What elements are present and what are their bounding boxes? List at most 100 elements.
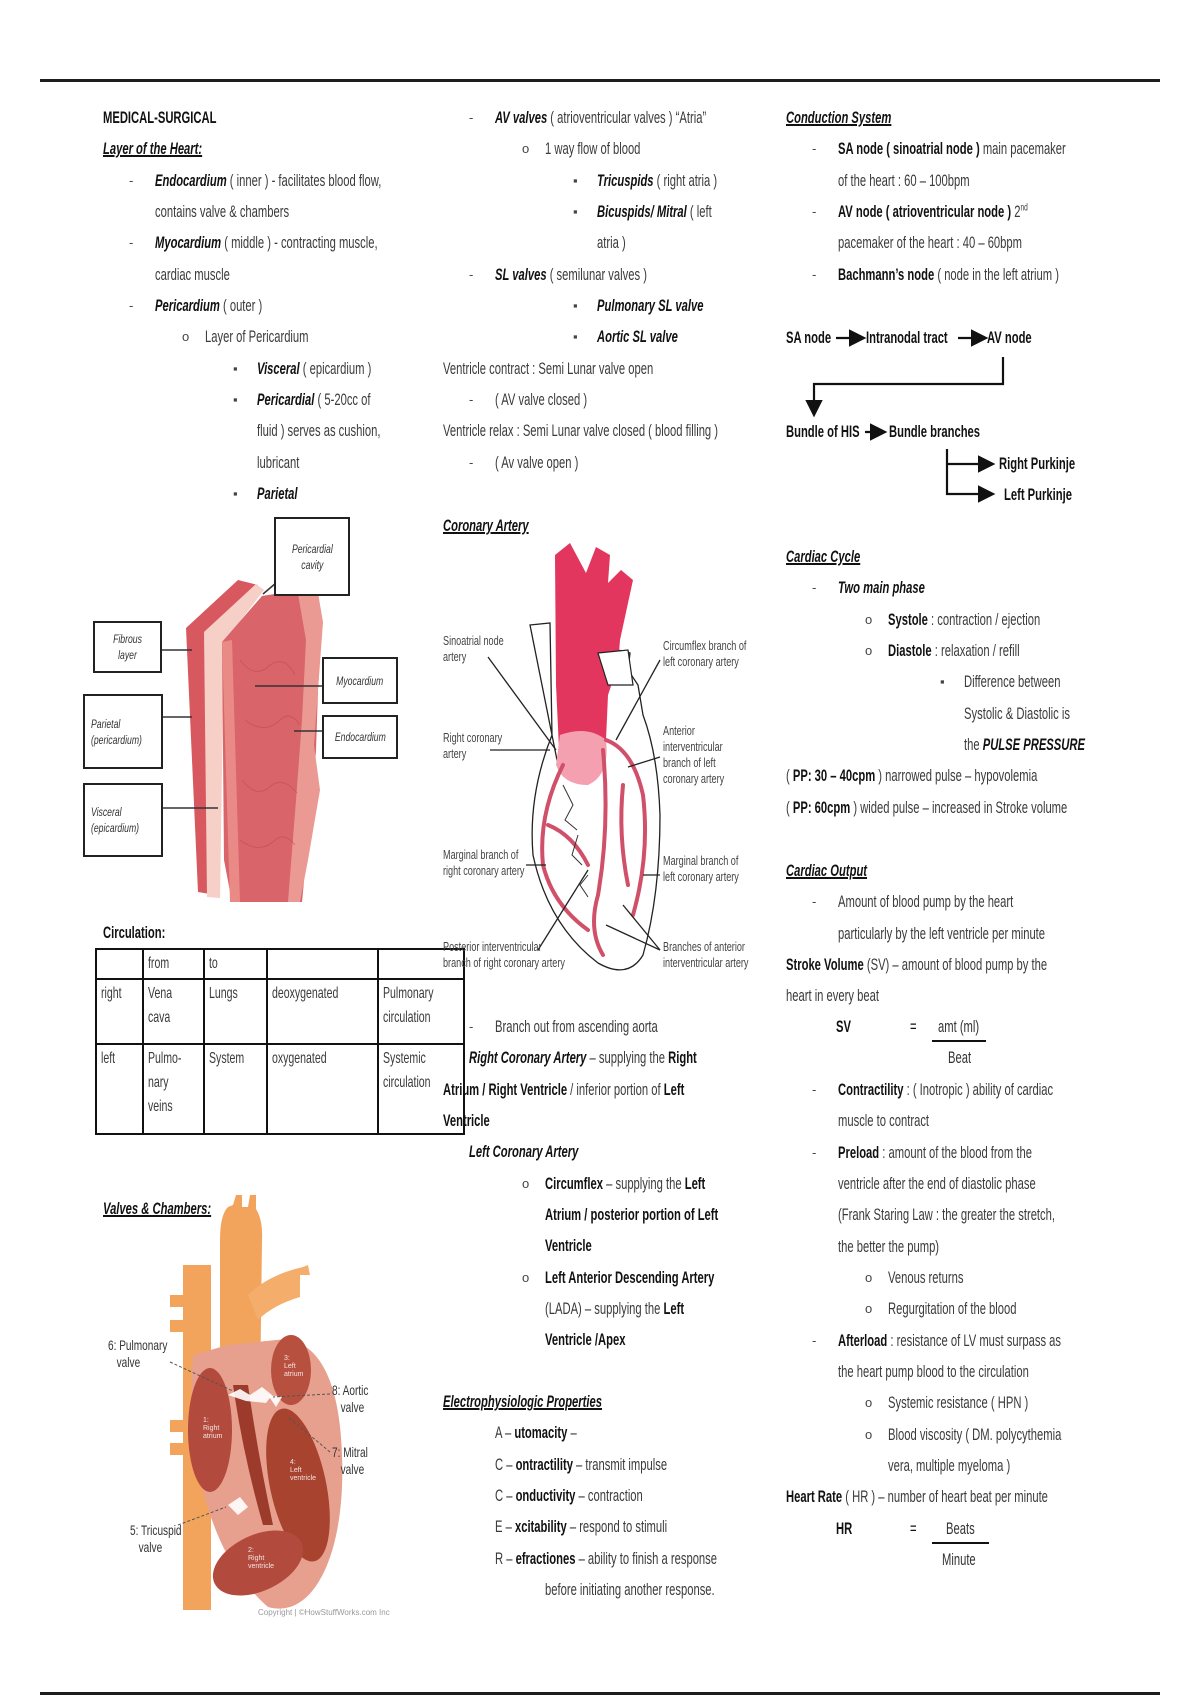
table-cell: left [95, 1043, 144, 1135]
text-segment: particularly by the left ventricle per m… [838, 923, 1046, 943]
text-segment: PULSE PRESSURE [982, 735, 1085, 755]
cell-text: right [101, 985, 122, 1002]
line-text: Visceral ( epicardium ) [257, 353, 371, 384]
text-line: ▪Visceral ( epicardium ) [103, 353, 498, 384]
text-line: the heart pump blood to the circulation [786, 1356, 1183, 1387]
hr-equals: = [910, 1519, 917, 1538]
dash-bullet-icon: - [129, 298, 134, 314]
text-segment: ( inner ) - facilitates blood flow, [226, 170, 382, 190]
dash-bullet-icon: - [469, 392, 474, 408]
text-segment: 1 way flow of blood [545, 139, 641, 159]
line-text: Ventricle contract : Semi Lunar valve op… [443, 353, 653, 384]
text-segment: Pericardium [155, 296, 220, 316]
text-segment: : amount of the blood from the [879, 1142, 1032, 1162]
line-text: Bicuspids/ Mitral ( left [597, 196, 712, 227]
dash-bullet-icon: - [469, 110, 474, 125]
text-line: -SL valves ( semilunar valves ) [443, 259, 860, 290]
text-segment: ( outer ) [219, 296, 263, 316]
text-segment: : relaxation / refill [931, 641, 1020, 661]
cell-text: circulation [382, 1009, 431, 1026]
line-text: SA node ( sinoatrial node ) main pacemak… [838, 133, 1066, 164]
text-line: -AV valves ( atrioventricular valves ) “… [443, 102, 860, 133]
text-segment: Parietal [257, 484, 298, 504]
label-endocardium: Endocardium [322, 715, 398, 759]
text-line: C – ontractility – transmit impulse [443, 1449, 831, 1480]
text-line: of the heart : 60 – 100bpm [786, 165, 1183, 196]
text-segment: ( AV valve closed ) [495, 390, 588, 410]
flow-sa-node: SA node [786, 328, 832, 347]
text-segment: main pacemaker [979, 139, 1066, 159]
line-text: Tricuspids ( right atria ) [597, 165, 717, 196]
line-text: Circumflex – supplying the Left [545, 1168, 705, 1199]
line-text: muscle to contract [838, 1105, 929, 1136]
square-bullet-icon: ▪ [573, 172, 578, 188]
text-segment: – supplying the [586, 1048, 669, 1068]
sv-numerator: amt (ml) [938, 1017, 980, 1036]
cell-text: from [148, 955, 170, 972]
line-text: A – utomacity – [495, 1417, 577, 1448]
line-text: Heart Rate ( HR ) – number of heart beat… [786, 1481, 1048, 1512]
text-segment: Circumflex [545, 1173, 603, 1193]
text-segment: utomacity [514, 1423, 568, 1443]
text-line: -Branch out from ascending aorta [443, 1011, 814, 1042]
text-segment: Left [663, 1299, 685, 1319]
text-segment: Pericardial [257, 390, 315, 410]
label-fibrous-layer: Fibrous layer [93, 621, 162, 673]
text-segment: Ventricle relax : Semi Lunar valve close… [443, 421, 719, 441]
coronary-heart-illustration [487, 543, 661, 971]
heart-wall-layers-illustration [162, 580, 323, 902]
heart-rate-formula: HR = Beats Minute [786, 1513, 1046, 1576]
line-text: Difference between [964, 666, 1060, 697]
text-line: Left Coronary Artery [443, 1136, 814, 1167]
line-text: Right Coronary Artery – supplying the Ri… [469, 1042, 697, 1073]
text-segment: Tricuspids [597, 170, 654, 190]
text-segment: pacemaker of the heart : 40 – 60bpm [838, 233, 1023, 253]
dash-bullet-icon: - [812, 141, 817, 157]
cell-text: left [101, 1050, 116, 1067]
text-segment: Systole [888, 609, 928, 629]
text-segment: Cardiac Cycle [786, 547, 861, 566]
line-text: Regurgitation of the blood [888, 1293, 1017, 1324]
circle-bullet-icon: o [865, 611, 873, 627]
text-segment: ( semilunar valves ) [546, 264, 647, 284]
text-segment: Conduction System [786, 108, 892, 127]
square-bullet-icon: ▪ [573, 204, 578, 220]
text-segment: ( atrioventricular valves ) “Atria” [547, 108, 707, 127]
square-bullet-icon: ▪ [573, 329, 578, 345]
text-segment: Endocardium [155, 170, 227, 190]
flow-intranodal-tract: Intranodal tract [866, 328, 948, 347]
circulation-title: Circulation: [103, 923, 166, 942]
line-text: (LADA) – supplying the Left [545, 1293, 684, 1324]
line-text: pacemaker of the heart : 40 – 60bpm [838, 227, 1022, 258]
line-text: Atrium / Right Ventricle / inferior port… [443, 1074, 684, 1105]
dash-bullet-icon: - [812, 580, 817, 596]
text-line: -Amount of blood pump by the heart [786, 886, 1182, 917]
line-text: of the heart : 60 – 100bpm [838, 165, 970, 196]
hr-numerator: Beats [946, 1519, 975, 1538]
text-segment: – transmit impulse [572, 1454, 668, 1474]
cell-text: cava [148, 1009, 171, 1026]
dash-bullet-icon: - [469, 1019, 474, 1034]
text-segment: the [964, 735, 983, 755]
text-line: Ventricle contract : Semi Lunar valve op… [443, 353, 860, 384]
text-segment: nd [1020, 202, 1028, 214]
line-text: Contractility : ( Inotropic ) ability of… [838, 1074, 1053, 1105]
line-text: AV node ( atrioventricular node ) 2nd [838, 196, 1028, 227]
cell-text: circulation [382, 1074, 431, 1091]
circle-bullet-icon: o [865, 643, 873, 659]
flow-bundle-branches: Bundle branches [889, 422, 981, 441]
text-line: ▪Aortic SL valve [443, 321, 860, 352]
line-text: Diastole : relaxation / refill [888, 635, 1020, 666]
line-text: Layer of Pericardium [205, 321, 309, 352]
